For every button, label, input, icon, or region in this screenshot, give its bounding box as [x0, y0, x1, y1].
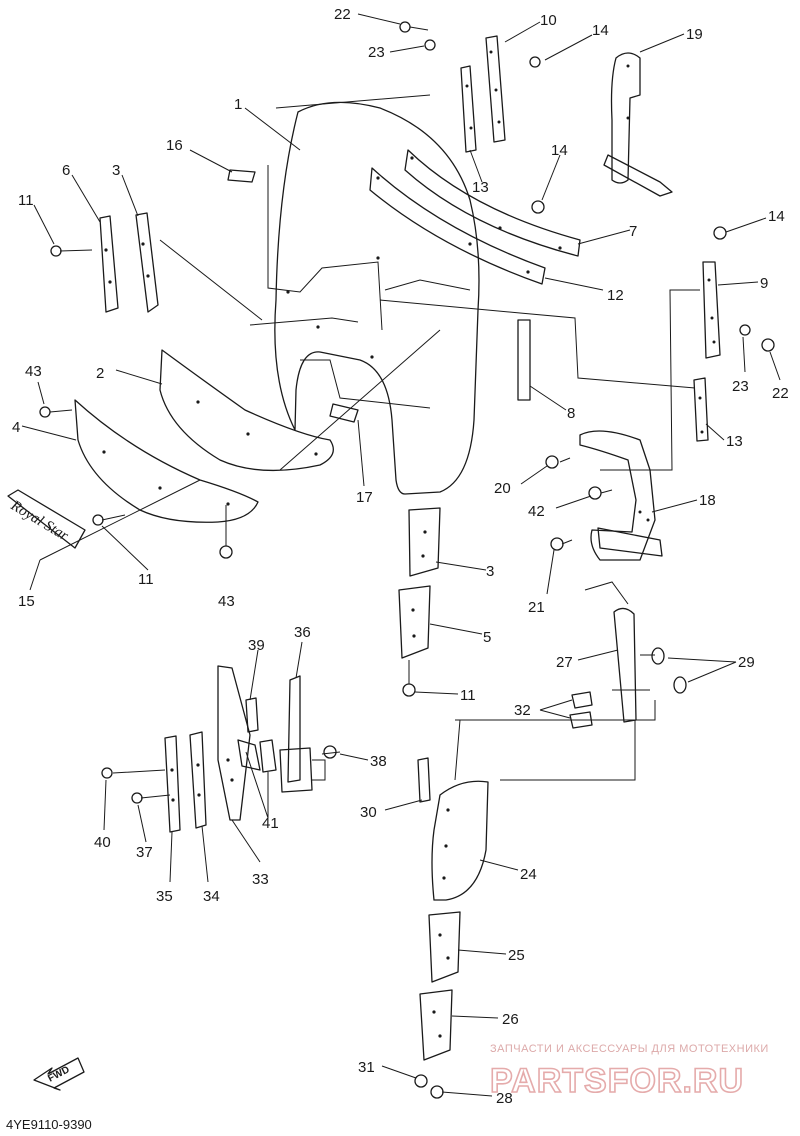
callout-c10: 10 [540, 12, 557, 29]
bracket-19 [603, 52, 673, 197]
callout-c19: 19 [686, 26, 703, 43]
callout-c14b: 14 [551, 142, 568, 159]
plate-13b [693, 377, 709, 442]
callout-c23b: 23 [732, 378, 749, 395]
callout-c41: 41 [262, 815, 279, 832]
cover-2 [159, 349, 334, 472]
plates-6-3 [99, 212, 159, 313]
callout-c33: 33 [252, 871, 269, 888]
rail-7 [404, 149, 581, 257]
callout-c39: 39 [248, 637, 265, 654]
callout-c22a: 22 [334, 6, 351, 23]
callout-c13b: 13 [726, 433, 743, 450]
callout-c4: 4 [12, 419, 20, 436]
callout-c11b: 11 [138, 571, 154, 588]
bracket-10 [460, 35, 506, 153]
watermark-brand: PARTSFOR.RU [490, 1062, 744, 1100]
callout-c14c: 14 [768, 208, 785, 225]
callout-c37: 37 [136, 844, 153, 861]
callout-c5: 5 [483, 629, 491, 646]
stay-18 [579, 430, 663, 561]
callout-c34: 34 [203, 888, 220, 905]
callout-c23a: 23 [368, 44, 385, 61]
callout-c3b: 3 [486, 563, 494, 580]
fwd-marker-text: FWD [46, 1064, 71, 1084]
callout-c31: 31 [358, 1059, 375, 1076]
callout-c27: 27 [556, 654, 573, 671]
callout-c43b: 43 [218, 593, 235, 610]
callout-c11a: 11 [18, 192, 34, 209]
callout-c42: 42 [528, 503, 545, 520]
callout-c3a: 3 [112, 162, 120, 179]
stay-27 [569, 581, 687, 729]
callout-c1: 1 [234, 96, 242, 113]
callout-c6: 6 [62, 162, 70, 179]
cover-4 [74, 399, 259, 523]
callout-c26: 26 [502, 1011, 519, 1028]
watermark-tagline: ЗАПЧАСТИ И АКСЕССУАРЫ ДЛЯ МОТОТЕХНИКИ [490, 1043, 769, 1055]
callout-c22b: 22 [772, 385, 789, 402]
callout-c9: 9 [760, 275, 768, 292]
callout-c28: 28 [496, 1090, 513, 1107]
bracket-36-41 [237, 675, 326, 793]
callout-c8: 8 [567, 405, 575, 422]
callout-c35: 35 [156, 888, 173, 905]
callout-c2: 2 [96, 365, 104, 382]
emblem-15: Royal Star [7, 489, 86, 549]
fasteners [39, 21, 775, 1099]
callout-c29: 29 [738, 654, 755, 671]
callout-c16: 16 [166, 137, 183, 154]
callout-c43a: 43 [25, 363, 42, 380]
callout-c21: 21 [528, 599, 545, 616]
callout-c17: 17 [356, 489, 373, 506]
rail-12 [369, 167, 546, 285]
frame-outline-lines [39, 94, 700, 561]
windshield-main [274, 101, 480, 495]
callout-c24: 24 [520, 866, 537, 883]
callout-c11c: 11 [460, 687, 476, 704]
leader-lines [21, 13, 781, 1097]
callout-c18: 18 [699, 492, 716, 509]
callout-c13a: 13 [472, 179, 489, 196]
left-plates-33-35 [164, 665, 259, 833]
fwd-arrow: FWD [33, 1057, 85, 1091]
callout-c15: 15 [18, 593, 35, 610]
callout-c40: 40 [94, 834, 111, 851]
windshield-lower [417, 719, 636, 1061]
callout-c32: 32 [514, 702, 531, 719]
watermark: ЗАПЧАСТИ И АКСЕССУАРЫ ДЛЯ МОТОТЕХНИКИ PA… [489, 1043, 769, 1101]
callout-c20: 20 [494, 480, 511, 497]
callout-c36: 36 [294, 624, 311, 641]
callout-c7: 7 [629, 223, 637, 240]
callout-c38: 38 [370, 753, 387, 770]
callout-c14a: 14 [592, 22, 609, 39]
svg-text:Royal Star: Royal Star [7, 497, 71, 544]
plates-center [398, 507, 441, 659]
diagram-code: 4YE9110-9390 [6, 1117, 92, 1132]
bracket-9 [702, 261, 721, 359]
callout-c30: 30 [360, 804, 377, 821]
small-tabs-16-17 [227, 169, 531, 423]
callout-c12: 12 [607, 287, 624, 304]
callout-c25: 25 [508, 947, 525, 964]
